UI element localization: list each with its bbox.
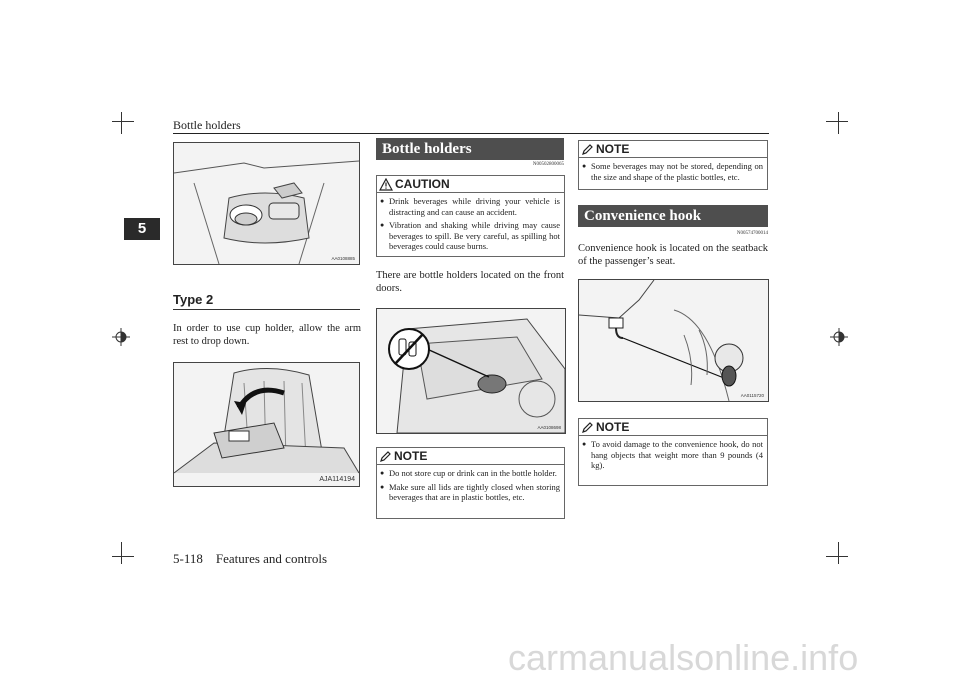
page-number: 5-118 bbox=[173, 551, 203, 566]
note-header: NOTE bbox=[579, 141, 767, 158]
figure-code: AA0108698 bbox=[537, 425, 561, 430]
crop-mark bbox=[826, 121, 848, 122]
convenience-hook-illustration bbox=[579, 280, 768, 401]
note-item: Make sure all lids are tightly closed wh… bbox=[380, 482, 560, 503]
watermark: carmanualsonline.info bbox=[508, 637, 859, 678]
crop-mark bbox=[121, 112, 122, 134]
note-box: NOTE Do not store cup or drink can in th… bbox=[376, 447, 565, 519]
section-title-bar: Bottle holders bbox=[376, 138, 564, 160]
door-bottle-holder-illustration bbox=[377, 309, 565, 433]
caution-label: CAUTION bbox=[395, 177, 450, 191]
registration-mark-icon bbox=[830, 328, 848, 346]
figure-code: AA0108885 bbox=[331, 256, 355, 261]
convenience-hook-figure: AA0115720 bbox=[578, 279, 769, 402]
bottle-holders-body-text: There are bottle holders located on the … bbox=[376, 270, 564, 294]
figure-code: AA0115720 bbox=[740, 393, 764, 398]
crop-mark bbox=[112, 556, 134, 557]
header-rule bbox=[173, 133, 769, 134]
chapter-tab: 5 bbox=[124, 218, 160, 240]
note-pencil-icon bbox=[582, 143, 593, 155]
footer-section: Features and controls bbox=[215, 551, 328, 566]
page-footer: 5-118 Features and controls bbox=[173, 551, 327, 567]
crop-mark bbox=[826, 556, 848, 557]
type-body-text: In order to use cup holder, allow the ar… bbox=[173, 323, 361, 347]
type-heading-rule bbox=[173, 309, 360, 310]
note-label: NOTE bbox=[394, 449, 428, 463]
registration-mark-icon bbox=[112, 328, 130, 346]
convenience-hook-body-text: Convenience hook is located on the seatb… bbox=[578, 243, 768, 267]
crop-mark bbox=[838, 112, 839, 134]
warning-triangle-icon bbox=[379, 177, 393, 191]
note-header: NOTE bbox=[579, 419, 767, 436]
note-header: NOTE bbox=[377, 448, 564, 465]
door-bottle-holder-figure: AA0108698 bbox=[376, 308, 566, 434]
armrest-cupholder-illustration bbox=[174, 143, 359, 264]
crop-mark bbox=[112, 121, 134, 122]
note-label: NOTE bbox=[596, 420, 630, 434]
figure-code: AJA114194 bbox=[319, 476, 355, 483]
crop-mark bbox=[838, 542, 839, 564]
note-pencil-icon bbox=[380, 450, 391, 462]
note-pencil-icon bbox=[582, 421, 593, 433]
type-heading: Type 2 bbox=[173, 292, 214, 307]
note-box: NOTE To avoid damage to the convenience … bbox=[578, 418, 768, 486]
page-header-title: Bottle holders bbox=[173, 118, 241, 132]
crop-mark bbox=[121, 542, 122, 564]
rear-armrest-illustration bbox=[174, 363, 359, 486]
armrest-cupholder-figure: AA0108885 bbox=[173, 142, 360, 265]
note-item: Some beverages may not be stored, depend… bbox=[582, 161, 763, 182]
section-title-bar: Convenience hook bbox=[578, 205, 768, 227]
note-box: NOTE Some beverages may not be stored, d… bbox=[578, 140, 768, 190]
caution-item: Vibration and shaking while driving may … bbox=[380, 220, 560, 252]
reference-code: N00574700014 bbox=[736, 231, 768, 236]
note-label: NOTE bbox=[596, 142, 630, 156]
caution-box: CAUTION Drink beverages while driving yo… bbox=[376, 175, 565, 257]
note-item: Do not store cup or drink can in the bot… bbox=[380, 468, 560, 479]
rear-armrest-figure: AJA114194 bbox=[173, 362, 360, 487]
caution-item: Drink beverages while driving your vehic… bbox=[380, 196, 560, 217]
note-item: To avoid damage to the convenience hook,… bbox=[582, 439, 763, 471]
reference-code: N00502800065 bbox=[532, 162, 564, 167]
caution-header: CAUTION bbox=[377, 176, 564, 193]
